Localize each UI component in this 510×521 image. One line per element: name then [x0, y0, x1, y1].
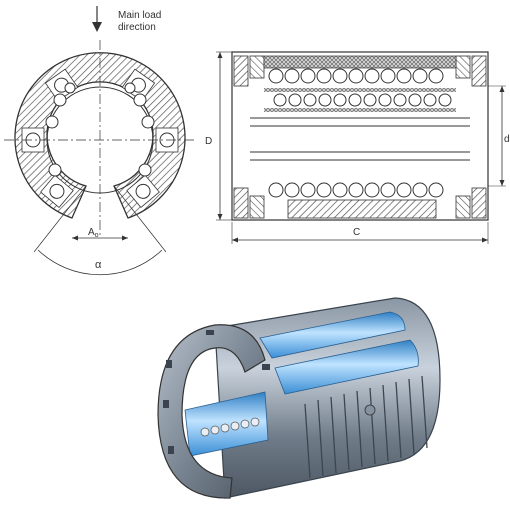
bottom-ball-row	[268, 182, 444, 198]
load-direction-label-line2: direction	[118, 22, 156, 33]
ring-notches	[163, 330, 270, 454]
longitudinal-section-view: D d C	[205, 51, 510, 244]
angle-arc	[37, 249, 163, 276]
dim-D-label: D	[205, 136, 212, 147]
dim-alpha-label: α	[95, 259, 102, 271]
down-arrow-icon	[92, 6, 102, 32]
front-end-ring	[157, 324, 266, 499]
angle-extension-left	[33, 185, 87, 253]
blue-rail-top	[259, 311, 406, 359]
bottom-sleeve	[287, 199, 437, 219]
dim-A-label: Ao	[88, 227, 99, 239]
screw-icon	[364, 404, 376, 416]
cross-section-view: Main load direction	[4, 6, 196, 276]
ball-tracks	[21, 68, 179, 209]
dim-C-label: C	[353, 227, 360, 238]
top-sleeve	[263, 55, 457, 69]
angle-extension-right	[113, 185, 167, 253]
top-ball-row	[268, 68, 444, 84]
load-direction-label-line1: Main load	[118, 10, 161, 21]
dim-d-label: d	[504, 134, 510, 145]
blue-rail-middle	[274, 339, 419, 395]
ribbed-cage	[304, 375, 428, 479]
inner-visible-balls	[200, 417, 260, 437]
bearing-3d-illustration	[157, 297, 441, 499]
return-ball-row	[273, 93, 452, 107]
